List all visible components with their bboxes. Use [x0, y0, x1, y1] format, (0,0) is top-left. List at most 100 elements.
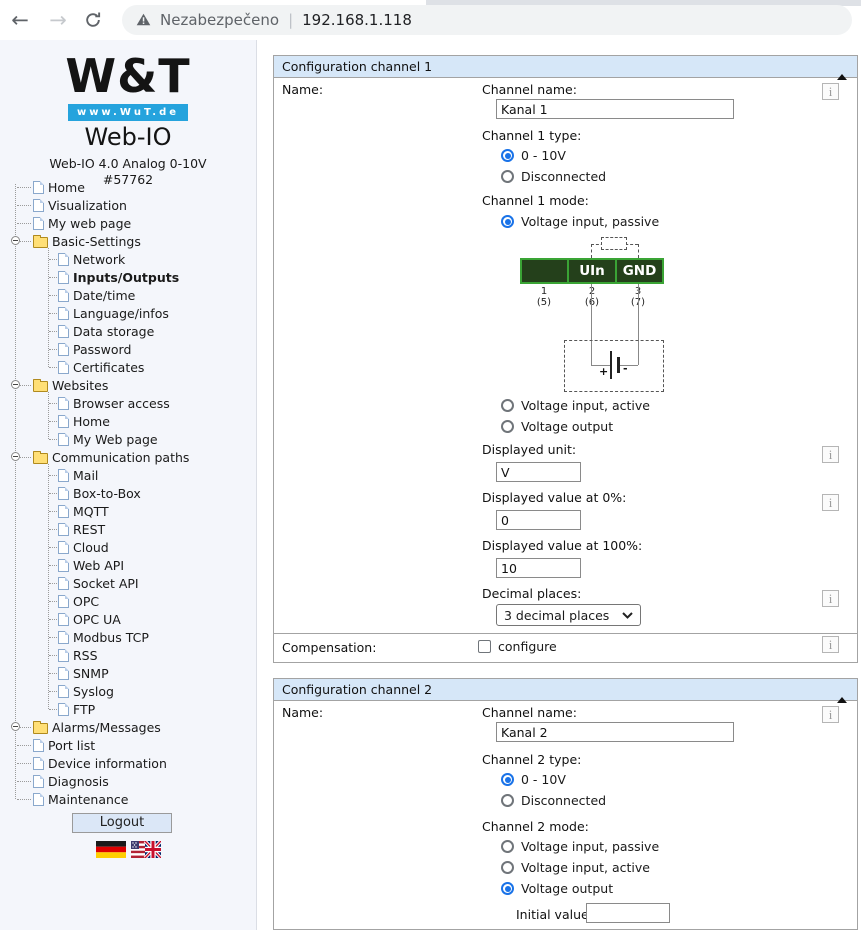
logout-button[interactable]: Logout — [72, 813, 172, 833]
address-url[interactable]: 192.168.1.118 — [302, 11, 412, 29]
channel-name-input[interactable] — [496, 99, 734, 119]
radio-icon[interactable] — [501, 215, 514, 228]
page-icon — [58, 558, 69, 572]
info-button[interactable]: i — [822, 494, 839, 511]
sidebar-item-rest[interactable]: REST — [0, 520, 256, 538]
sidebar-item-language-infos[interactable]: Language/infos — [0, 304, 256, 322]
info-button[interactable]: i — [822, 590, 839, 607]
collapse-panel-icon[interactable] — [837, 682, 849, 703]
displayed-unit-input[interactable] — [496, 462, 581, 482]
sidebar-item-web-api[interactable]: Web API — [0, 556, 256, 574]
radio-option-voltage-output[interactable]: Voltage output — [501, 881, 613, 896]
radio-option-disconnected[interactable]: Disconnected — [501, 169, 606, 184]
sidebar-item-websites-my-web-page[interactable]: My Web page — [0, 430, 256, 448]
radio-option-0-10v[interactable]: 0 - 10V — [501, 772, 566, 787]
sidebar-item-opc[interactable]: OPC — [0, 592, 256, 610]
sidebar-item-diagnosis[interactable]: Diagnosis — [0, 772, 256, 790]
info-button[interactable]: i — [822, 446, 839, 463]
sidebar-item-maintenance[interactable]: Maintenance — [0, 790, 256, 808]
initial-value-input[interactable] — [586, 903, 670, 923]
info-button[interactable]: i — [822, 706, 839, 723]
radio-option-0-10v[interactable]: 0 - 10V — [501, 148, 566, 163]
radio-icon[interactable] — [501, 420, 514, 433]
radio-option-voltage-input-active[interactable]: Voltage input, active — [501, 398, 650, 413]
german-flag-icon[interactable] — [95, 841, 126, 862]
value-at-100-input[interactable] — [496, 558, 581, 578]
tree-line — [48, 248, 49, 367]
sidebar-item-password[interactable]: Password — [0, 340, 256, 358]
sidebar-item-ftp[interactable]: FTP — [0, 700, 256, 718]
radio-icon[interactable] — [501, 170, 514, 183]
sidebar-item-rss[interactable]: RSS — [0, 646, 256, 664]
sidebar-item-box-to-box[interactable]: Box-to-Box — [0, 484, 256, 502]
decimal-places-select[interactable]: 3 decimal places — [496, 604, 642, 626]
security-label[interactable]: Nezabezpečeno — [160, 11, 280, 29]
value-at-0-input[interactable] — [496, 510, 581, 530]
wire — [591, 365, 610, 366]
collapse-toggle-icon[interactable] — [11, 722, 20, 731]
terminal-block: UIn GND — [520, 258, 664, 284]
wiring-diagram: UIn GND 1(5) 2(6) 3(7) + - — [514, 234, 674, 394]
info-button[interactable]: i — [822, 83, 839, 100]
sidebar-item-visualization[interactable]: Visualization — [0, 196, 256, 214]
collapse-toggle-icon[interactable] — [11, 452, 20, 461]
radio-icon[interactable] — [501, 773, 514, 786]
collapse-toggle-icon[interactable] — [11, 236, 20, 245]
page-icon — [58, 432, 69, 446]
sidebar-item-cloud[interactable]: Cloud — [0, 538, 256, 556]
checkbox-icon[interactable] — [478, 640, 491, 653]
page-icon — [58, 594, 69, 608]
radio-icon[interactable] — [501, 399, 514, 412]
sidebar-item-mail[interactable]: Mail — [0, 466, 256, 484]
radio-option-disconnected[interactable]: Disconnected — [501, 793, 606, 808]
value-at-100-label: Displayed value at 100%: — [482, 538, 643, 553]
sidebar-item-websites-home[interactable]: Home — [0, 412, 256, 430]
sidebar-item-mqtt[interactable]: MQTT — [0, 502, 256, 520]
radio-option-voltage-input-passive[interactable]: Voltage input, passive — [501, 214, 659, 229]
logo-product: Web-IO — [84, 122, 172, 151]
sidebar-item-modbus-tcp[interactable]: Modbus TCP — [0, 628, 256, 646]
radio-option-voltage-output[interactable]: Voltage output — [501, 419, 613, 434]
sidebar-item-snmp[interactable]: SNMP — [0, 664, 256, 682]
sidebar-item-browser-access[interactable]: Browser access — [0, 394, 256, 412]
page-icon — [58, 342, 69, 356]
browser-reload-button[interactable] — [84, 11, 102, 33]
radio-option-voltage-input-passive[interactable]: Voltage input, passive — [501, 839, 659, 854]
sidebar-item-network[interactable]: Network — [0, 250, 256, 268]
sidebar-item-opc-ua[interactable]: OPC UA — [0, 610, 256, 628]
name-row-label: Name: — [282, 705, 324, 720]
sidebar-item-my-web-page[interactable]: My web page — [0, 214, 256, 232]
compensation-configure-option[interactable]: configure — [478, 639, 557, 654]
sidebar-item-syslog[interactable]: Syslog — [0, 682, 256, 700]
radio-icon[interactable] — [501, 840, 514, 853]
logo-website[interactable]: www.WuT.de — [67, 103, 189, 121]
sidebar-item-basic-settings[interactable]: Basic-Settings — [0, 232, 256, 250]
sidebar-item-socket-api[interactable]: Socket API — [0, 574, 256, 592]
sidebar-item-inputs-outputs[interactable]: Inputs/Outputs — [0, 268, 256, 286]
collapse-panel-icon[interactable] — [837, 59, 849, 80]
radio-icon[interactable] — [501, 149, 514, 162]
sidebar-item-alarms-messages[interactable]: Alarms/Messages — [0, 718, 256, 736]
sidebar-item-date-time[interactable]: Date/time — [0, 286, 256, 304]
channel-name-input[interactable] — [496, 722, 734, 742]
sidebar-item-device-information[interactable]: Device information — [0, 754, 256, 772]
collapse-toggle-icon[interactable] — [11, 380, 20, 389]
sidebar-item-certificates[interactable]: Certificates — [0, 358, 256, 376]
radio-icon[interactable] — [501, 794, 514, 807]
radio-icon[interactable] — [501, 882, 514, 895]
sidebar-item-websites[interactable]: Websites — [0, 376, 256, 394]
info-button[interactable]: i — [822, 636, 839, 653]
radio-icon[interactable] — [501, 861, 514, 874]
displayed-unit-label: Displayed unit: — [482, 442, 577, 457]
config-channel-2-header: Configuration channel 2 — [274, 679, 857, 703]
english-flag-icon[interactable] — [130, 839, 162, 862]
radio-option-voltage-input-active[interactable]: Voltage input, active — [501, 860, 650, 875]
address-bar[interactable]: Nezabezpečeno | 192.168.1.118 — [122, 5, 852, 35]
device-serial: #57762 — [102, 171, 154, 187]
sidebar-item-communication-paths[interactable]: Communication paths — [0, 448, 256, 466]
sidebar-item-data-storage[interactable]: Data storage — [0, 322, 256, 340]
browser-back-button[interactable]: ← — [11, 8, 29, 32]
sidebar-item-home[interactable]: Home — [0, 178, 256, 196]
sidebar-item-port-list[interactable]: Port list — [0, 736, 256, 754]
channel-name-label: Channel name: — [482, 82, 577, 97]
